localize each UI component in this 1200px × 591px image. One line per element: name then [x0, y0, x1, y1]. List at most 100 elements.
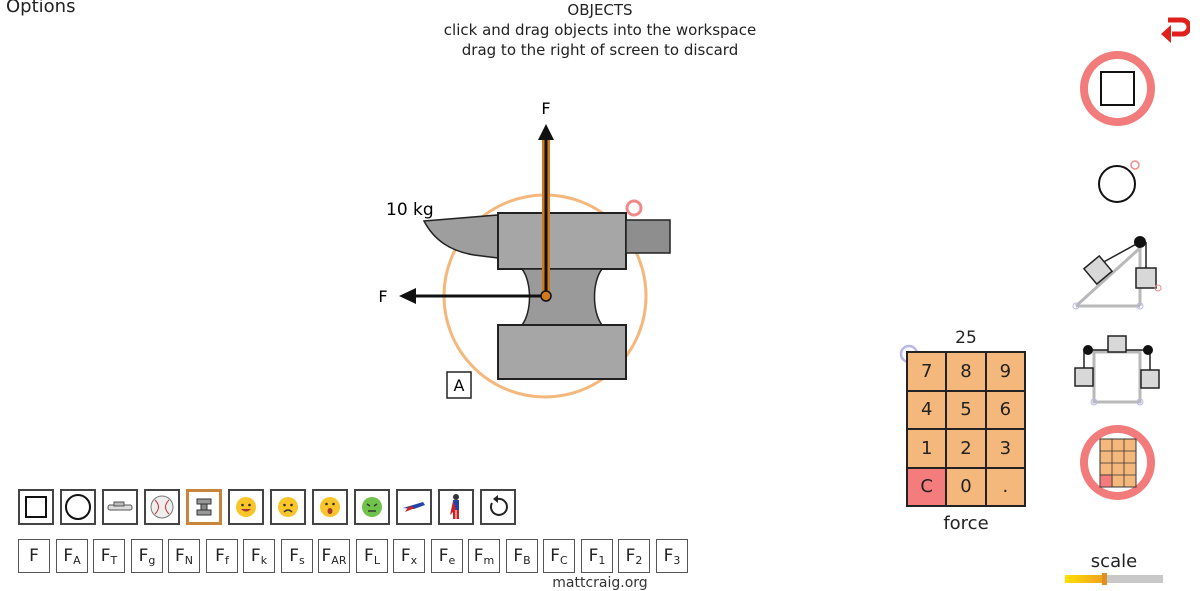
force-label-button[interactable]: F2 — [618, 539, 650, 573]
incline-pulley-icon — [1072, 236, 1162, 310]
force-label-subscript: N — [184, 554, 193, 567]
options-menu[interactable]: Options — [6, 0, 76, 17]
sad-emoji-icon — [278, 497, 298, 517]
keypad-key[interactable]: 1 — [908, 430, 946, 467]
force-label-button[interactable]: F1 — [581, 539, 613, 573]
keypad-key[interactable]: 0 — [947, 468, 985, 505]
force-label-button[interactable]: Ff — [206, 539, 238, 573]
force-label-button[interactable]: F3 — [656, 539, 688, 573]
incline-pulley-tool-button[interactable] — [1068, 228, 1164, 312]
keypad-key[interactable]: 7 — [908, 353, 946, 390]
force-label-button[interactable]: Fs — [281, 539, 313, 573]
workspace[interactable]: F F 10 kg A — [0, 0, 900, 480]
palette-sick-emoji-object[interactable] — [354, 489, 390, 525]
palette-surprised-emoji-object[interactable] — [312, 489, 348, 525]
force-label-base: F — [321, 546, 332, 566]
scale-slider-fill — [1065, 575, 1104, 583]
undo-icon[interactable] — [1158, 14, 1190, 44]
force-label-subscript: 3 — [673, 554, 681, 567]
palette-baseball-object[interactable] — [144, 489, 180, 525]
keypad-key[interactable]: 8 — [947, 353, 985, 390]
objects-title: OBJECTS — [567, 1, 633, 19]
palette-reset[interactable] — [480, 489, 516, 525]
force-label-base: F — [588, 546, 599, 566]
force-label-subscript: 2 — [635, 554, 643, 567]
force-label-base: F — [625, 546, 636, 566]
force-label-base: F — [438, 546, 449, 566]
force-arrow-left[interactable] — [399, 288, 546, 304]
site-url[interactable]: mattcraig.org — [552, 575, 648, 591]
square-icon — [1100, 71, 1135, 106]
force-origin-dot[interactable] — [540, 290, 552, 302]
force-arrow-up[interactable] — [538, 124, 554, 296]
double-pulley-icon — [1074, 335, 1160, 406]
keypad-clear-key[interactable]: C — [908, 468, 946, 505]
keypad-value: 25 — [955, 328, 977, 348]
keypad-key[interactable]: 9 — [986, 353, 1024, 390]
force-label-button[interactable]: FN — [168, 539, 200, 573]
force-label-base: F — [550, 546, 561, 566]
superhero-flying-icon — [403, 502, 425, 512]
square-tool-button[interactable] — [1080, 51, 1155, 126]
force-label-button[interactable]: FAR — [318, 539, 350, 573]
force-label-button[interactable]: Fe — [431, 539, 463, 573]
keypad-key[interactable]: 2 — [947, 430, 985, 467]
rotate-icon — [489, 495, 508, 516]
force-label-button[interactable]: FL — [356, 539, 388, 573]
double-pulley-tool-button[interactable] — [1068, 330, 1164, 410]
force-label-base: F — [138, 546, 149, 566]
sick-emoji-icon — [362, 497, 382, 517]
anvil-object[interactable] — [422, 212, 671, 380]
force-label-button[interactable]: Fk — [243, 539, 275, 573]
palette-grin-emoji-object[interactable] — [228, 489, 264, 525]
keypad-key[interactable]: 5 — [947, 391, 985, 428]
anvil-icon — [196, 498, 212, 516]
force-label-subscript: s — [299, 554, 305, 567]
force-label-button[interactable]: Fm — [468, 539, 500, 573]
force-label-base: F — [63, 546, 74, 566]
anchor-label: A — [454, 376, 465, 395]
circle-icon — [1098, 165, 1136, 203]
force-label-subscript: e — [448, 554, 456, 567]
palette-sad-emoji-object[interactable] — [270, 489, 306, 525]
scale-slider-thumb[interactable] — [1102, 573, 1107, 585]
circle-icon — [65, 494, 91, 520]
force-label-button[interactable]: FA — [56, 539, 88, 573]
keypad-key[interactable]: 6 — [986, 391, 1024, 428]
palette-square-object[interactable] — [18, 489, 54, 525]
force-up-label: F — [541, 99, 550, 118]
palette-car-object[interactable] — [102, 489, 138, 525]
keypad-key[interactable]: . — [986, 468, 1024, 505]
keypad-key[interactable]: 4 — [908, 391, 946, 428]
superhero-standing-icon — [450, 494, 459, 519]
force-label-button[interactable]: FB — [506, 539, 538, 573]
palette-circle-object[interactable] — [60, 489, 96, 525]
force-label-base: F — [29, 546, 39, 566]
force-label-base: F — [473, 546, 484, 566]
anchor-box[interactable] — [446, 371, 472, 399]
circle-tool-button[interactable] — [1092, 157, 1144, 209]
mini-keypad-icon — [1099, 438, 1137, 488]
force-label-subscript: x — [410, 554, 418, 567]
force-label-base: F — [174, 546, 185, 566]
palette-superhero-flying-object[interactable] — [396, 489, 432, 525]
force-label-button[interactable]: Fx — [393, 539, 425, 573]
keypad-key[interactable]: 3 — [986, 430, 1024, 467]
instructions-line-2: drag to the right of screen to discard — [461, 41, 739, 59]
scale-slider[interactable] — [1065, 573, 1163, 585]
rotate-handle[interactable] — [625, 199, 643, 217]
force-label-button[interactable]: FT — [93, 539, 125, 573]
force-label-subscript: k — [260, 554, 268, 567]
keypad-tool-button[interactable] — [1080, 425, 1155, 500]
force-label-subscript: L — [373, 554, 380, 567]
force-label-button[interactable]: F — [18, 539, 50, 573]
square-icon — [25, 496, 47, 518]
force-label-base: F — [513, 546, 524, 566]
force-label-button[interactable]: Fg — [131, 539, 163, 573]
force-label-subscript: AR — [331, 554, 347, 567]
force-label-button[interactable]: FC — [543, 539, 575, 573]
palette-superhero-standing-object[interactable] — [438, 489, 474, 525]
scale-label: scale — [1090, 551, 1138, 572]
palette-anvil-object[interactable] — [186, 489, 222, 525]
